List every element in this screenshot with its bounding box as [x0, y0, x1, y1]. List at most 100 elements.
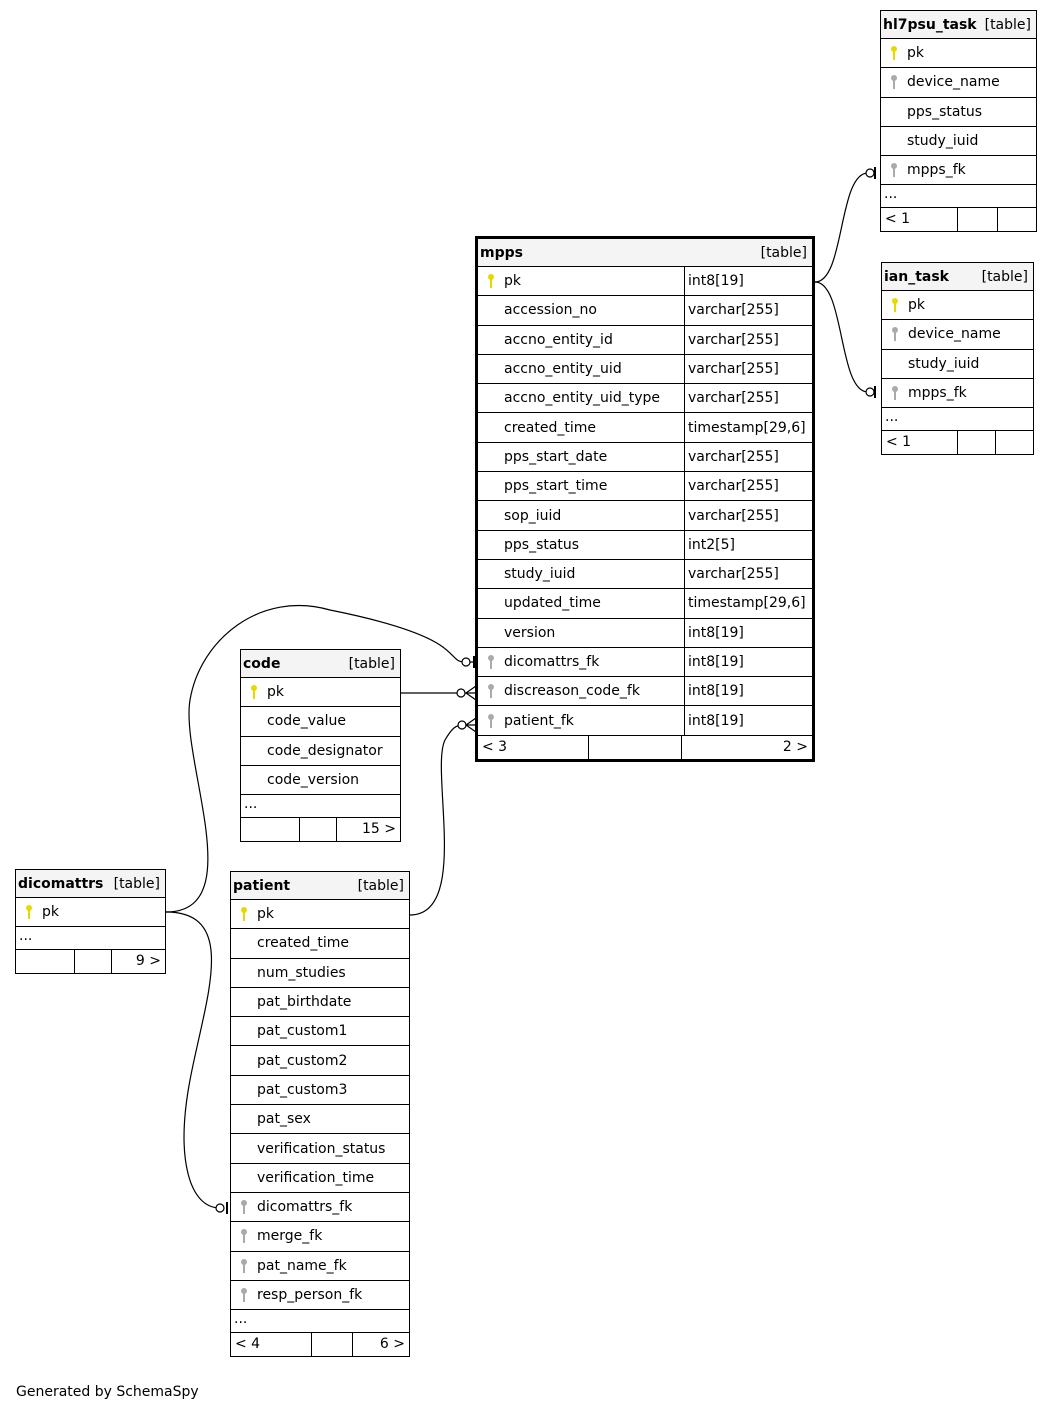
column-row[interactable]: code_value [241, 707, 400, 737]
primary-key-icon [16, 904, 42, 920]
column-row[interactable]: dicomattrs_fk int8[19] [478, 647, 812, 678]
foreign-key-icon [231, 1199, 257, 1215]
column-row[interactable]: pk [882, 291, 1033, 321]
column-row[interactable]: pk [881, 39, 1036, 69]
column-row[interactable]: pat_sex [231, 1105, 409, 1135]
column-row[interactable]: device_name [881, 68, 1036, 98]
column-row[interactable]: merge_fk [231, 1222, 409, 1252]
column-name: verification_time [257, 1169, 375, 1186]
table-name: patient [233, 877, 291, 894]
column-row[interactable]: code_designator [241, 737, 400, 766]
table-dicomattrs[interactable]: dicomattrs[table]pk...9 > [15, 869, 166, 975]
column-name: created_time [257, 935, 349, 952]
column-type: timestamp[29,6] [684, 413, 812, 442]
foreign-key-icon [882, 385, 908, 401]
column-row[interactable]: pat_name_fk [231, 1252, 409, 1281]
column-row[interactable]: mpps_fk [882, 379, 1033, 409]
column-row[interactable]: accno_entity_uid_type varchar[255] [478, 384, 812, 414]
column-type: int8[19] [684, 647, 812, 677]
foreign-key-icon [881, 74, 907, 90]
table-header: mpps[table] [478, 239, 812, 267]
column-name: pk [257, 906, 274, 923]
column-row[interactable]: pk [16, 898, 165, 928]
column-row[interactable]: code_version [241, 766, 400, 796]
column-row[interactable]: pps_status [881, 98, 1036, 127]
column-name: pps_start_time [504, 478, 608, 495]
column-name: study_iuid [907, 133, 979, 150]
column-row[interactable]: verification_status [231, 1134, 409, 1164]
column-type: varchar[255] [684, 296, 812, 325]
column-name: device_name [907, 74, 1000, 91]
column-row[interactable]: mpps_fk [881, 156, 1036, 186]
link-patient-mpps [409, 724, 476, 916]
column-name: code_version [267, 772, 360, 789]
column-row[interactable]: pat_birthdate [231, 988, 409, 1018]
column-name: pps_start_date [504, 448, 608, 465]
footer-spacer [957, 431, 995, 455]
table-header: ian_task[table] [882, 263, 1033, 291]
column-name: num_studies [257, 964, 346, 981]
column-type: varchar[255] [684, 501, 812, 530]
table-header: dicomattrs[table] [16, 870, 165, 898]
column-row[interactable]: device_name [882, 320, 1033, 350]
column-row[interactable]: study_iuid [881, 127, 1036, 157]
column-name: accno_entity_uid_type [504, 390, 660, 407]
column-row[interactable]: verification_time [231, 1164, 409, 1193]
column-row[interactable]: pat_custom2 [231, 1046, 409, 1076]
link-dicomattrs-patient [165, 911, 221, 1209]
column-name: pat_custom1 [257, 1023, 348, 1040]
primary-key-icon [882, 297, 908, 313]
generated-by-text: Generated by SchemaSpy [16, 1384, 199, 1400]
table-header: patient[table] [231, 872, 409, 900]
column-row[interactable]: num_studies [231, 959, 409, 988]
column-type: varchar[255] [684, 384, 812, 413]
column-name: dicomattrs_fk [257, 1199, 353, 1216]
footer-spacer [74, 950, 111, 974]
table-kind: [table] [760, 244, 807, 261]
column-name: version [504, 624, 556, 641]
column-name: verification_status [257, 1140, 386, 1157]
table-name: hl7psu_task [883, 16, 977, 33]
parent-count: < 4 [235, 1336, 261, 1353]
column-row[interactable]: study_iuid [882, 350, 1033, 379]
table-kind: [table] [113, 875, 160, 892]
foreign-key-icon [231, 1228, 257, 1244]
column-row[interactable]: dicomattrs_fk [231, 1193, 409, 1223]
foreign-key-icon [478, 654, 504, 670]
column-row[interactable]: pat_custom1 [231, 1017, 409, 1047]
child-count: 6 > [352, 1333, 409, 1357]
column-row[interactable]: pk [231, 900, 409, 930]
column-name: discreason_code_fk [504, 683, 640, 700]
primary-key-icon [231, 906, 257, 922]
column-name: dicomattrs_fk [504, 654, 600, 670]
parent-count [16, 950, 74, 973]
column-name: code_designator [267, 742, 383, 759]
column-row[interactable]: pk [241, 678, 400, 708]
footer-spacer [311, 1333, 352, 1357]
column-type: varchar[255] [684, 325, 812, 354]
parent-count: < 3 [482, 738, 508, 755]
column-row[interactable]: pat_custom3 [231, 1076, 409, 1106]
column-row[interactable]: resp_person_fk [231, 1281, 409, 1311]
column-row[interactable]: created_time [231, 929, 409, 959]
